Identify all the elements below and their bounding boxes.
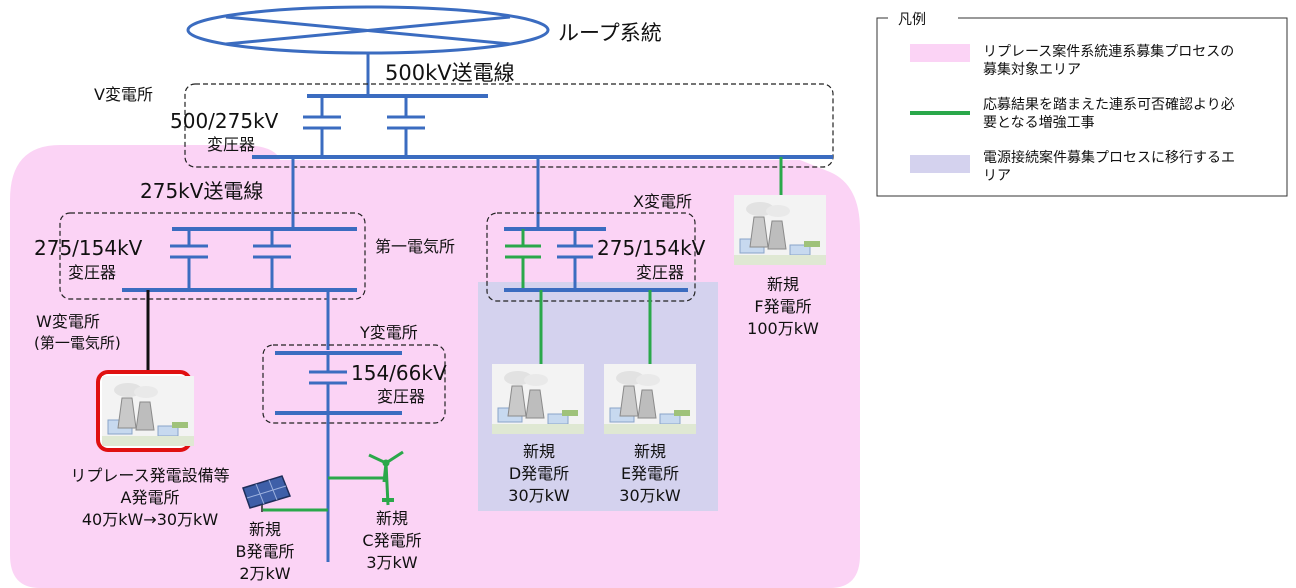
legend-item1-line1: リプレース案件系統連系募集プロセスの [983, 43, 1234, 60]
plant-a-line1: リプレース発電設備等 [70, 466, 229, 485]
loop-label: ループ系統 [558, 21, 662, 45]
legend-title: 凡例 [898, 12, 926, 28]
y-tr-rating: 154/66kV [351, 361, 447, 385]
x-sub-name: X変電所 [633, 192, 692, 211]
v-tr-label: 変圧器 [207, 135, 255, 154]
plant-a-line3: 40万kW→30万kW [82, 510, 218, 529]
loop-system [186, 5, 550, 96]
y-transformer [309, 353, 347, 413]
plant-d-line1: 新規 [523, 442, 555, 461]
x-transformer-left [505, 229, 541, 290]
line500-label: 500kV送電線 [385, 61, 515, 85]
legend-item2-line1: 応募結果を踏まえた連系可否確認より必 [983, 97, 1235, 113]
y-tr-label: 変圧器 [377, 387, 425, 406]
plant-f-line3: 100万kW [747, 319, 819, 338]
plant-c-line1: 新規 [376, 509, 408, 528]
x-transformer-right [557, 229, 593, 290]
y-sub-name: Y変電所 [359, 323, 418, 342]
sub1-name: 第一電気所 [375, 237, 455, 256]
plant-e-line1: 新規 [634, 442, 666, 461]
plant-e-icon [603, 363, 697, 435]
sub1-frame [59, 212, 366, 300]
x-tr-rating: 275/154kV [597, 236, 706, 260]
legend-item3-line2: リア [983, 168, 1011, 184]
x-tr-label: 変圧器 [636, 263, 684, 282]
plant-c-line3: 3万kW [366, 553, 417, 572]
y-substation-frame [262, 344, 446, 424]
legend-item1-line2: 募集対象エリア [983, 61, 1081, 78]
legend-item3-line1: 電源接続案件募集プロセスに移行するエ [983, 149, 1235, 166]
solar-panel-icon [242, 475, 292, 512]
plant-a-icon [101, 375, 195, 447]
legend [876, 17, 1288, 197]
plant-a-line2: A発電所 [121, 488, 180, 507]
plant-f-icon [733, 194, 827, 266]
v-tr-rating: 500/275kV [170, 109, 279, 133]
x-substation-frame [486, 212, 696, 302]
plant-b-line1: 新規 [249, 520, 281, 539]
plant-b-line2: B発電所 [236, 542, 295, 561]
plant-d-icon [491, 363, 585, 435]
plant-c-line2: C発電所 [362, 531, 421, 550]
plant-e-line2: E発電所 [621, 464, 679, 483]
wind-turbine-icon [368, 450, 404, 506]
plant-d-line2: D発電所 [509, 464, 569, 483]
plant-f-line2: F発電所 [754, 297, 811, 316]
sub1-transformer-left [170, 229, 208, 290]
v-sub-name: V変電所 [94, 85, 153, 104]
plant-e-line3: 30万kW [619, 486, 681, 505]
v-substation-frame [184, 83, 834, 168]
sub1-transformer-right [253, 229, 291, 290]
plant-f-line1: 新規 [767, 275, 799, 294]
plant-b-line3: 2万kW [239, 564, 290, 583]
legend-item2-line2: 要となる増強工事 [983, 115, 1095, 131]
sub1-tr-rating: 275/154kV [34, 236, 143, 260]
line275-label: 275kV送電線 [140, 179, 263, 203]
w-sub-alias: (第一電気所) [34, 334, 121, 352]
v-transformer-right [387, 96, 425, 157]
sub1-tr-label: 変圧器 [68, 263, 116, 282]
w-sub-name: W変電所 [36, 312, 100, 331]
plant-d-line3: 30万kW [508, 486, 570, 505]
v-transformer-left [303, 96, 341, 157]
